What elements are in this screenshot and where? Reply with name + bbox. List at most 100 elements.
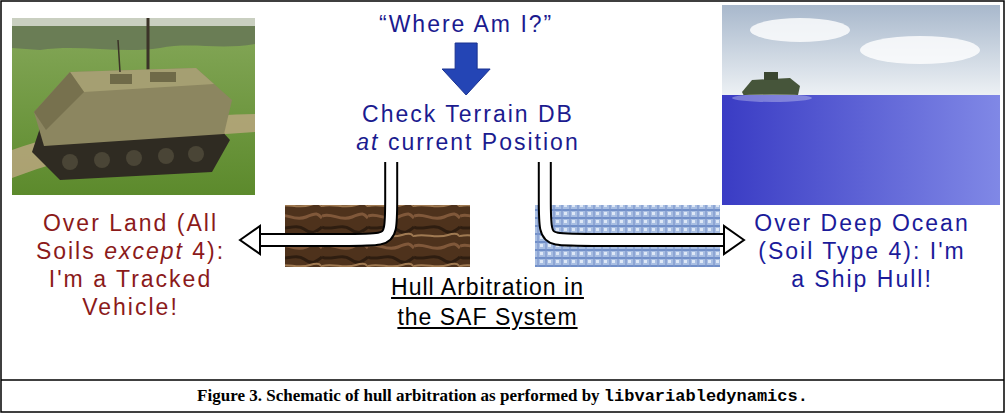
text-run: (Soil [758, 238, 814, 264]
grass-ground [12, 18, 255, 195]
cloud [750, 18, 850, 42]
text-run: Over [43, 210, 101, 236]
vehicle-hatch [110, 74, 132, 84]
lookup-step: Check Terrain DB at current Position [348, 96, 588, 160]
flow-arrow [442, 43, 490, 95]
text-run: Position [482, 129, 580, 155]
text-run [101, 210, 109, 236]
arrow-head [724, 226, 744, 254]
vehicle-hatch [150, 72, 176, 82]
figure-caption: Figure 3. Schematic of hull arbitration … [0, 386, 1005, 407]
text-run [496, 386, 500, 405]
text-run [600, 386, 604, 405]
node-text: “Where Am I?” [379, 10, 553, 38]
text-run [512, 11, 520, 37]
flow-arrow [240, 162, 391, 254]
text-run: of [345, 386, 359, 405]
cloud [860, 36, 980, 64]
road-wheel [188, 146, 204, 162]
text-run: arbitration [396, 386, 476, 405]
text-run: (All [177, 210, 218, 236]
text-run [85, 266, 93, 292]
text-run: I'm [49, 266, 85, 292]
text-run: I?” [520, 11, 553, 37]
text-run [577, 386, 581, 405]
text-run: 3. [249, 386, 262, 405]
figure-title: Hull Arbitration in the SAF System [380, 272, 595, 332]
text-run: Ship [814, 266, 868, 292]
text-run: Ocean [892, 210, 970, 236]
text-run [806, 266, 814, 292]
vehicle-deck [70, 68, 214, 92]
text-run: I'm [930, 238, 966, 264]
vehicle-turret [764, 72, 778, 80]
text-run: hull [363, 386, 391, 405]
text-run: a [93, 266, 108, 292]
text-run: performed [500, 386, 577, 405]
text-run: Vehicle! [82, 294, 179, 320]
vehicle-antenna [118, 40, 120, 72]
ocean-vehicle-photo [722, 5, 1000, 205]
node-text: Over Land (All Soils except 4): I'm a Tr… [28, 209, 233, 321]
node-text: Check Terrain DB at current Position [354, 100, 582, 156]
text-run [108, 266, 116, 292]
text-run [379, 129, 387, 155]
text-run [96, 238, 104, 264]
text-run [262, 386, 266, 405]
text-run: Check [362, 101, 437, 127]
text-run: Type [822, 238, 880, 264]
land-vehicle-photo [12, 18, 255, 195]
text-run: 4): [889, 238, 922, 264]
land-outcome: Over Land (All Soils except 4): I'm a Tr… [22, 205, 239, 325]
text-run [530, 101, 538, 127]
road-wheel [62, 154, 78, 170]
sky [722, 5, 1000, 97]
road-wheel [94, 152, 110, 168]
text-run [359, 386, 363, 405]
arrow-outline [258, 162, 391, 240]
text-run [812, 210, 820, 236]
deep-ocean [722, 95, 1000, 205]
text-run [921, 238, 929, 264]
text-run: as [481, 386, 496, 405]
arrow-body [258, 162, 391, 240]
block-arrow [442, 43, 490, 95]
road-wheel [126, 150, 142, 166]
text-run [437, 101, 445, 127]
text-run: Terrain [445, 101, 529, 127]
text-run [168, 210, 176, 236]
text-run [473, 129, 481, 155]
tree-line [12, 26, 255, 50]
text-run: Figure [197, 386, 245, 405]
text-run [884, 210, 892, 236]
text-run: Soils [36, 238, 96, 264]
text-run [245, 386, 249, 405]
arrow-head [240, 226, 260, 254]
sky-strip [12, 18, 255, 26]
text-run: Schematic [266, 386, 341, 405]
flow-arrow [545, 162, 744, 254]
text-run: “Where [379, 11, 466, 37]
text-run: by [582, 386, 600, 405]
caption-divider [1, 379, 1004, 381]
text-run [184, 238, 192, 264]
vehicle-bow [34, 72, 84, 130]
arrow-outline [545, 162, 726, 240]
text-run: a [791, 266, 806, 292]
text-run [341, 386, 345, 405]
text-run: Tracked [116, 266, 212, 292]
arrow-body [545, 162, 726, 240]
text-run: Deep [821, 210, 884, 236]
text-run: Am [474, 11, 513, 37]
text-run: except [104, 238, 184, 264]
text-run [868, 266, 876, 292]
text-run: libvariabledynamics. [604, 387, 808, 406]
road-wheel [158, 148, 174, 164]
ocean-outcome: Over Deep Ocean (Soil Type 4): I'm a Shi… [745, 205, 979, 297]
node-text: Over Deep Ocean (Soil Type 4): I'm a Shi… [751, 209, 973, 293]
